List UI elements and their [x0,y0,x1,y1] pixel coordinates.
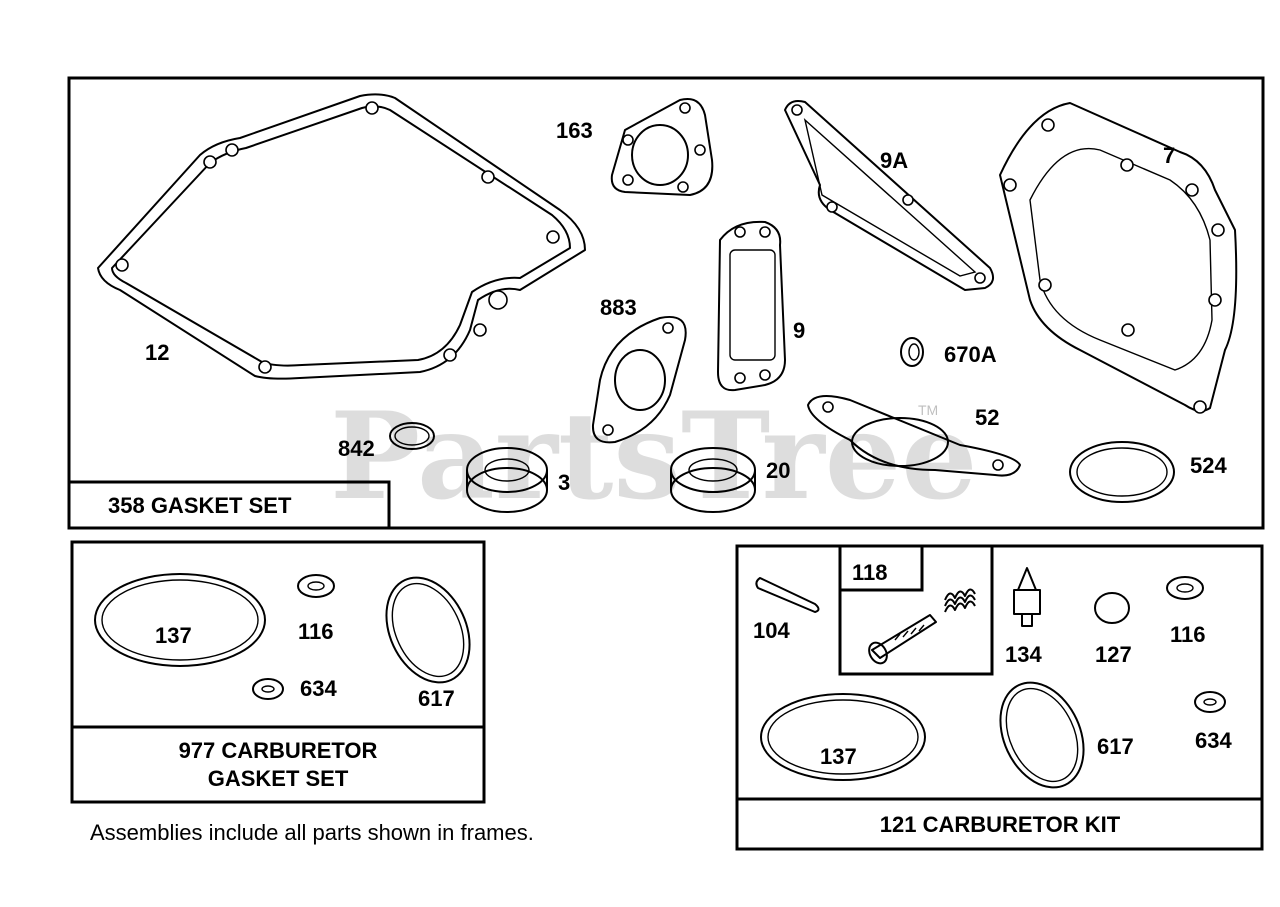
part-670a-seal: 670A [900,337,997,367]
carb-gasket-set-border [70,540,486,804]
kit-116-washer: 116 [1166,576,1206,647]
label-c617: 617 [418,686,455,711]
part-7-head-gasket: 7 [999,102,1238,414]
label-k617: 617 [1097,734,1134,759]
label-k104: 104 [753,618,790,643]
gasket-set-border [67,76,1265,530]
carb-116-washer: 116 [297,574,335,644]
label-k134: 134 [1005,642,1042,667]
part-9a-gasket: 9A [784,100,995,291]
label-842: 842 [338,436,375,461]
label-k634: 634 [1195,728,1232,753]
part-524-ring: 524 [1069,441,1227,503]
label-3: 3 [558,470,570,495]
carb-137-ring: 137 [94,573,266,667]
label-k127: 127 [1095,642,1132,667]
subkit-118-title: 118 [852,560,888,585]
kit-137-ring: 137 [760,693,926,781]
kit-127-plug: 127 [1094,592,1132,667]
label-12: 12 [145,340,169,365]
part-883-gasket: 883 [591,295,687,444]
part-9-gasket: 9 [717,220,805,392]
part-20-oil-seal: 20 [670,447,790,513]
label-c116: 116 [298,619,334,644]
kit-617-ring: 617 [999,681,1134,789]
label-20: 20 [766,458,790,483]
label-7: 7 [1163,143,1175,168]
kit-634-washer: 634 [1194,691,1232,753]
label-k137: 137 [820,744,857,769]
label-k116: 116 [1170,622,1206,647]
kit-134-inlet-needle: 134 [1005,567,1042,667]
label-c634: 634 [300,676,337,701]
label-9: 9 [793,318,805,343]
label-c137: 137 [155,623,192,648]
carb-kit-frame: 121 CARBURETOR KIT 118 [735,544,1264,851]
watermark-text: PartsTree [330,386,977,527]
gasket-set-title: 358 GASKET SET [108,493,292,518]
part-163-gasket: 163 [556,98,714,196]
label-670a: 670A [944,342,997,367]
carb-kit-title: 121 CARBURETOR KIT [880,812,1121,837]
label-9a: 9A [880,148,908,173]
part-842-ring: 842 [338,422,435,461]
carb-634-washer: 634 [252,676,337,701]
kit-104-pin: 104 [753,577,820,643]
label-883: 883 [600,295,637,320]
part-12-crankcase-gasket: 12 [97,93,586,380]
carb-617-ring: 617 [385,576,471,711]
label-524: 524 [1190,453,1227,478]
gasket-set-title-box [67,480,391,530]
subkit-118-title-box [838,544,924,592]
carb-gasket-set-title-2: GASKET SET [208,766,349,791]
kit-118-screw-spring [868,588,976,665]
carb-gasket-set-frame: 977 CARBURETOR GASKET SET [70,540,486,804]
label-52: 52 [975,405,999,430]
carb-kit-border [735,544,1264,851]
assemblies-note: Assemblies include all parts shown in fr… [90,820,534,845]
watermark-tm: TM [918,402,938,418]
label-163: 163 [556,118,593,143]
part-3-oil-seal: 3 [466,447,570,513]
carb-gasket-set-title-1: 977 CARBURETOR [179,738,378,763]
gasket-set-frame: 358 GASKET SET [67,76,1265,530]
part-52-gasket: 52 [807,395,1021,477]
